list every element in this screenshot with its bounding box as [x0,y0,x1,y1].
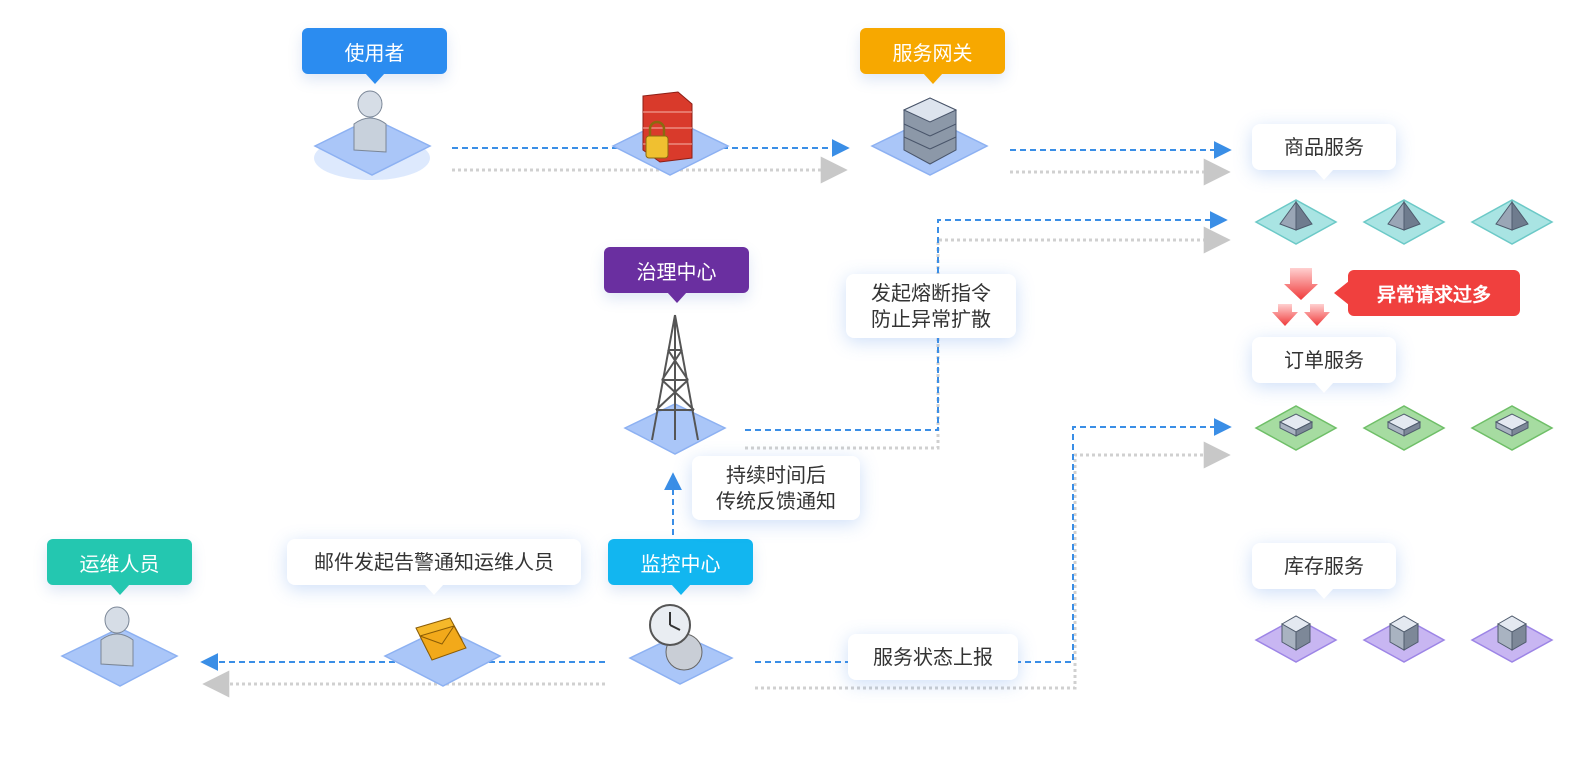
cube-icon [1278,413,1314,437]
governance-node [623,314,727,455]
product-service-node-3 [1470,199,1554,245]
gateway-node [870,97,989,176]
cube-icon [1388,615,1420,651]
gateway-tag: 服务网关 [860,28,1005,84]
overload-alert: 异常请求过多 [1334,270,1520,316]
cube-icon [1494,413,1530,437]
firewall-node [611,91,730,176]
product-service-node-1 [1254,199,1338,245]
feedback-note-line1: 持续时间后 [726,463,826,487]
ops-tag: 运维人员 [47,539,192,595]
product-service-label: 商品服务 [1252,124,1396,180]
email-note: 邮件发起告警通知运维人员 [287,539,581,595]
inventory-service-label: 库存服务 [1252,543,1396,599]
order-service-node-3 [1470,405,1554,451]
monitor-node [628,604,734,685]
person-icon [100,606,134,667]
monitor-to-order-line [755,418,1232,663]
fuse-note-line1: 发起熔断指令 [871,281,991,305]
flow-shadows [202,156,1231,698]
order-service-label: 订单服务 [1252,337,1396,393]
cube-icon [1280,615,1312,651]
cube-icon [1496,615,1528,651]
overload-arrows [1272,268,1330,326]
clock-gear-icon [649,604,703,671]
ops-node [60,606,179,687]
product-service-node-2 [1362,199,1446,245]
server-icon [902,97,958,165]
order-service-node-1 [1254,405,1338,451]
email-node [383,617,502,687]
feedback-note-line2: 传统反馈通知 [716,489,836,513]
user-node [313,90,432,180]
inventory-service-node-1 [1254,615,1338,663]
order-service-node-2 [1362,405,1446,451]
cube-icon [1386,413,1422,437]
cube-icon [1387,200,1421,231]
person-icon [353,90,387,153]
feedback-note: 持续时间后 传统反馈通知 [692,456,860,520]
fuse-note-line2: 防止异常扩散 [871,307,991,331]
fuse-note: 发起熔断指令 防止异常扩散 [846,274,1016,338]
governance-tag: 治理中心 [604,247,749,303]
firewall-lock-icon [642,91,693,163]
report-note: 服务状态上报 [848,634,1018,680]
cube-icon [1495,200,1529,231]
tower-icon [651,314,699,441]
envelope-icon [415,617,467,661]
cube-icon [1279,200,1313,231]
inventory-service-node-2 [1362,615,1446,663]
user-tag: 使用者 [302,28,447,84]
service-nodes [1254,199,1554,663]
inventory-service-node-3 [1470,615,1554,663]
monitor-tag: 监控中心 [608,539,753,595]
